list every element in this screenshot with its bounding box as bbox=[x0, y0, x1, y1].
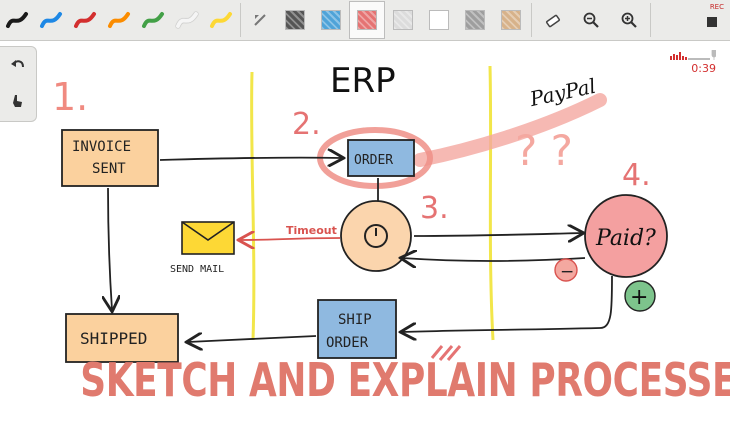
zoom-in-icon bbox=[621, 12, 637, 28]
light-gray-fill-button[interactable] bbox=[385, 1, 421, 39]
invoice-sent-line2: SENT bbox=[92, 161, 126, 177]
audio-level-meter bbox=[670, 50, 716, 60]
highlight-stroke bbox=[413, 93, 607, 167]
hatch-strokes bbox=[430, 345, 462, 361]
zoom-out-icon bbox=[583, 12, 599, 28]
ship-order-line2: ORDER bbox=[326, 335, 369, 351]
gray-fill-button[interactable] bbox=[457, 1, 493, 39]
zoom-out-button[interactable] bbox=[572, 1, 610, 39]
dark-gray-fill-button[interactable] bbox=[277, 1, 313, 39]
white-pen-button[interactable] bbox=[170, 1, 204, 39]
step-4-label: 4. bbox=[622, 158, 651, 193]
stroke-tool-icon[interactable] bbox=[243, 1, 277, 39]
shipped-box[interactable] bbox=[65, 313, 179, 363]
arrow-from-paid bbox=[402, 258, 586, 261]
pen-stroke-icon bbox=[40, 12, 62, 28]
undo-button[interactable] bbox=[0, 47, 36, 83]
pen-stroke-icon bbox=[108, 12, 130, 28]
plus-label: + bbox=[630, 285, 648, 310]
lane-divider bbox=[488, 65, 495, 341]
toolbar bbox=[0, 0, 730, 41]
stop-icon bbox=[707, 17, 717, 27]
zoom-in-button[interactable] bbox=[610, 1, 648, 39]
fill-palette bbox=[277, 1, 529, 39]
pen-palette bbox=[0, 1, 238, 39]
shipped-label: SHIPPED bbox=[80, 329, 147, 348]
headline-banner: SKETCH AND EXPLAIN PROCESSES bbox=[80, 353, 730, 407]
fill-swatch bbox=[357, 10, 377, 30]
fill-swatch bbox=[465, 10, 485, 30]
fill-swatch bbox=[393, 10, 413, 30]
clock-icon bbox=[364, 224, 388, 248]
pen-stroke-icon bbox=[74, 12, 96, 28]
rec-label: REC bbox=[709, 3, 724, 11]
send-mail-label: SEND MAIL bbox=[170, 264, 224, 275]
pen-stroke-icon bbox=[6, 12, 28, 28]
recording-timer: 0:39 bbox=[691, 62, 716, 75]
fill-swatch bbox=[285, 10, 305, 30]
lane-divider bbox=[250, 71, 256, 341]
arrow-invoice-to-shipped bbox=[108, 187, 112, 310]
ship-order-box[interactable] bbox=[317, 299, 397, 359]
paid-decision-circle[interactable] bbox=[584, 194, 668, 278]
orange-pen-button[interactable] bbox=[102, 1, 136, 39]
fill-swatch bbox=[321, 10, 341, 30]
ship-order-line1: SHIP bbox=[338, 312, 372, 328]
plus-badge bbox=[624, 280, 656, 312]
arrow-to-paid bbox=[413, 233, 582, 236]
minus-badge bbox=[554, 258, 578, 282]
step-2-label: 2. bbox=[292, 107, 321, 142]
green-pen-button[interactable] bbox=[136, 1, 170, 39]
red-pen-button[interactable] bbox=[68, 1, 102, 39]
black-pen-button[interactable] bbox=[0, 1, 34, 39]
order-label: ORDER bbox=[354, 153, 393, 168]
fill-swatch bbox=[429, 10, 449, 30]
step-3-label: 3. bbox=[420, 191, 449, 226]
arrow-timeout bbox=[240, 238, 341, 240]
envelope-icon[interactable] bbox=[181, 221, 235, 255]
red-fill-button[interactable] bbox=[349, 1, 385, 39]
pen-stroke-icon bbox=[142, 12, 164, 28]
blue-pen-button[interactable] bbox=[34, 1, 68, 39]
blue-fill-button[interactable] bbox=[313, 1, 349, 39]
fill-swatch bbox=[501, 10, 521, 30]
pen-stroke-icon bbox=[176, 12, 198, 28]
arrow-invoice-to-order bbox=[159, 158, 342, 160]
minus-label: − bbox=[560, 262, 574, 282]
order-box[interactable] bbox=[347, 139, 415, 177]
pen-stroke-icon bbox=[210, 12, 232, 28]
paid-label: Paid? bbox=[595, 226, 656, 251]
toolbar-divider bbox=[531, 3, 532, 37]
hand-pointer-icon bbox=[13, 95, 22, 107]
white-fill-button[interactable] bbox=[421, 1, 457, 39]
question-marks: ? ? bbox=[515, 126, 573, 175]
pointer-button[interactable] bbox=[0, 83, 36, 119]
toolbar-divider bbox=[650, 3, 651, 37]
tan-fill-button[interactable] bbox=[493, 1, 529, 39]
yellow-pen-button[interactable] bbox=[204, 1, 238, 39]
arrow-paid-to-ship bbox=[402, 275, 613, 332]
erp-lane-title: ERP bbox=[330, 61, 396, 101]
toolbar-divider bbox=[240, 3, 241, 37]
eraser-button[interactable] bbox=[534, 1, 572, 39]
invoice-sent-box[interactable] bbox=[61, 129, 159, 187]
invoice-sent-line1: INVOICE bbox=[72, 139, 131, 155]
eraser-icon bbox=[546, 14, 560, 28]
arrow-ship-to-shipped bbox=[188, 336, 317, 342]
side-panel bbox=[0, 46, 37, 122]
undo-icon bbox=[11, 60, 24, 68]
step-1-label: 1. bbox=[52, 75, 88, 119]
record-stop-button[interactable]: REC bbox=[690, 0, 730, 40]
timeout-label: Timeout bbox=[286, 224, 337, 237]
